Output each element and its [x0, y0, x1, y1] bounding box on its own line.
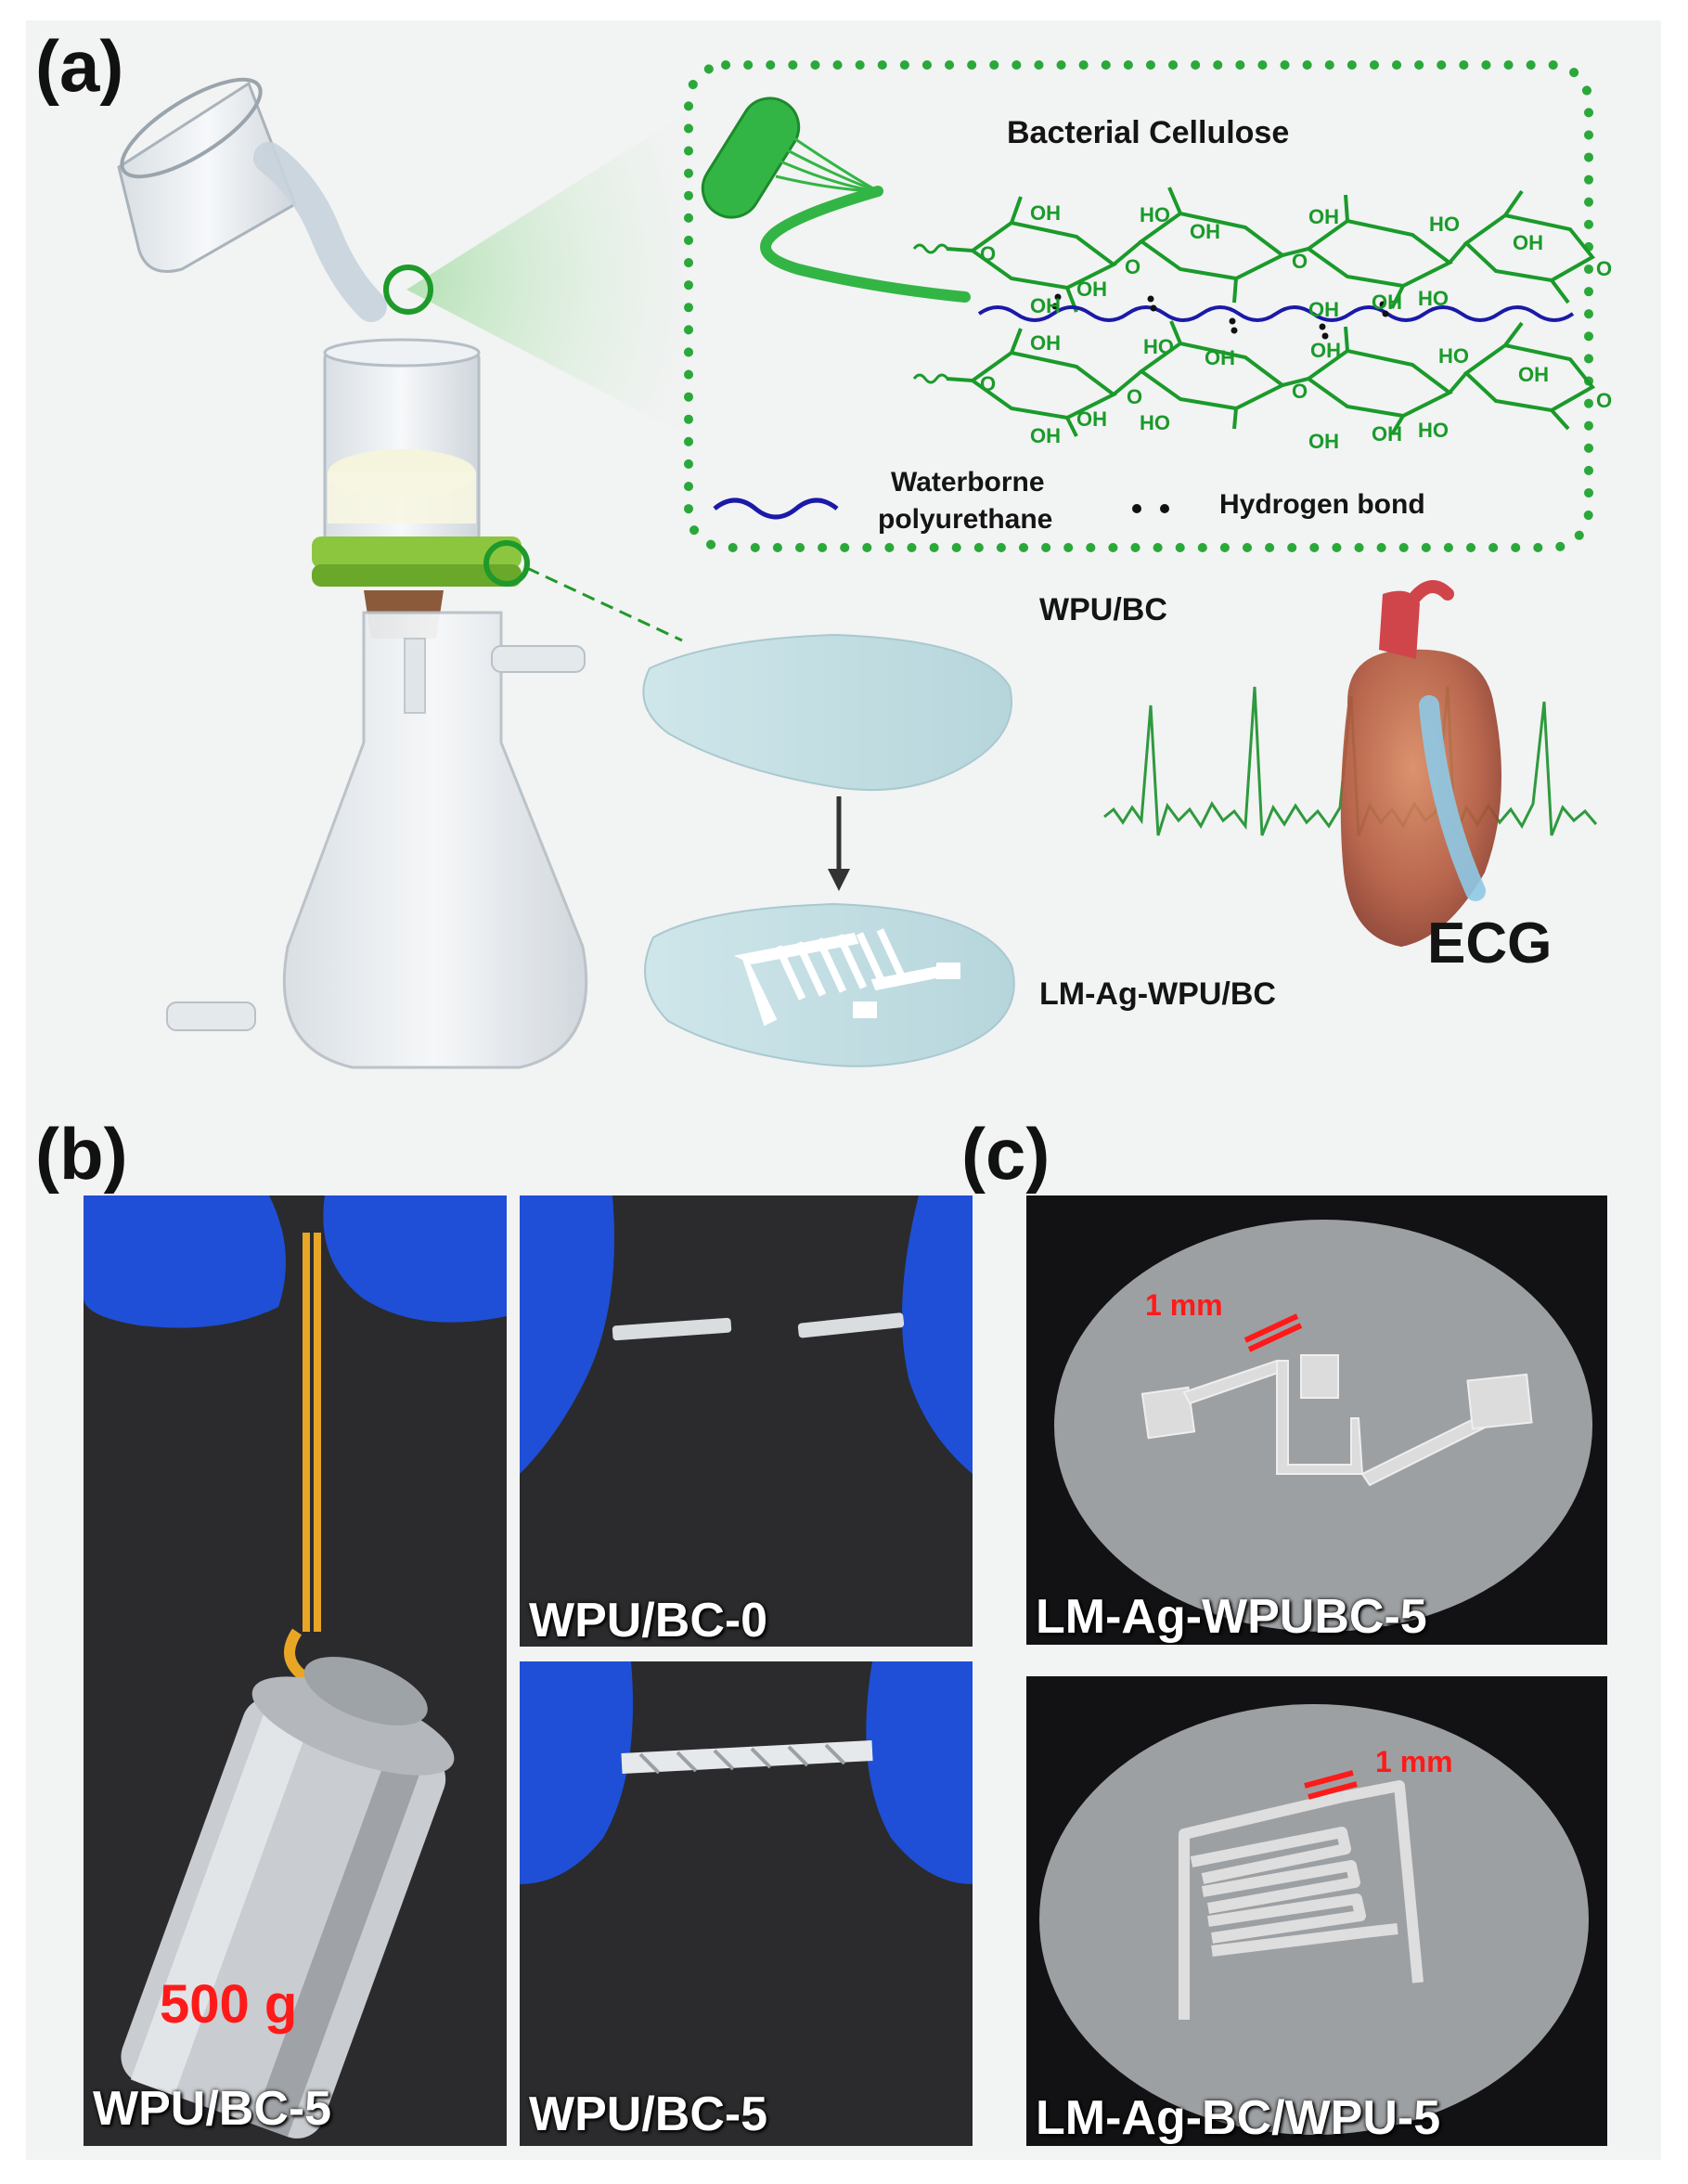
buchner-funnel-icon	[323, 338, 481, 545]
beaker-icon	[117, 77, 387, 322]
zoom-dashed-line	[526, 566, 683, 642]
oh-label: OH	[1030, 331, 1061, 355]
legend-hbond-label: Hydrogen bond	[1219, 489, 1425, 520]
ho-label: HO	[1418, 287, 1449, 310]
photo-device-2: 1 mm LM-Ag-BC/WPU-5	[1026, 1676, 1607, 2146]
o-label: O	[980, 242, 997, 265]
photo-weight-test: 500 g WPU/BC-5	[84, 1195, 507, 2146]
ho-label: HO	[1143, 335, 1174, 358]
oh-label: OH	[1518, 363, 1549, 386]
device-2-illustration	[1039, 1704, 1589, 2135]
panel-c-label: (c)	[961, 1113, 1050, 1195]
ho-label: HO	[1429, 213, 1460, 236]
oh-label: OH	[1205, 346, 1235, 369]
photo-flat-strip: WPU/BC-0	[520, 1195, 973, 1647]
photo5-caption: LM-Ag-BC/WPU-5	[1036, 2091, 1441, 2145]
oh-label: OH	[1308, 205, 1339, 228]
o-label: O	[1292, 250, 1308, 273]
heart-icon	[1340, 580, 1501, 947]
o-label: O	[1596, 389, 1613, 412]
oh-label: OH	[1513, 231, 1543, 254]
twisted-strip-illustration	[520, 1661, 973, 1884]
zoom-circle-filter	[483, 540, 530, 587]
photo1-caption: WPU/BC-5	[93, 2082, 332, 2136]
filter-flask-icon	[166, 611, 588, 1069]
cellulose-structure	[912, 187, 1596, 437]
zoom-circle-stream	[383, 265, 433, 315]
inset-title: Bacterial Cellulose	[1007, 115, 1290, 150]
legend-hbond-dot	[1160, 504, 1169, 513]
clamp-ring-icon	[312, 536, 522, 587]
weight-test-illustration	[84, 1195, 507, 2139]
hydrogen-bond-dots	[1051, 293, 1389, 340]
oh-label: OH	[1190, 220, 1220, 243]
legend-wpu-line	[713, 498, 839, 520]
panel-a-illustration	[117, 60, 1598, 1069]
o-label: O	[1596, 257, 1613, 280]
photo2-caption: WPU/BC-0	[529, 1594, 768, 1647]
ho-label: HO	[1418, 419, 1449, 442]
oh-label: OH	[1076, 407, 1107, 431]
o-label: O	[980, 372, 997, 395]
photo2-scale-label: 1 mm	[1375, 1745, 1453, 1778]
wpu-chain	[977, 305, 1575, 322]
panel-a-label: (a)	[35, 25, 124, 107]
ho-label: HO	[1438, 344, 1469, 368]
flat-strip-illustration	[520, 1195, 973, 1474]
legend-wpu-label-line1: Waterborne	[891, 467, 1045, 498]
oh-label: OH	[1030, 201, 1061, 225]
photo-twisted-strip: WPU/BC-5	[520, 1661, 973, 2146]
oh-label: OH	[1030, 424, 1061, 447]
ho-label: HO	[1140, 411, 1170, 434]
device-label: LM-Ag-WPU/BC	[1039, 976, 1276, 1012]
membrane-disc-bottom	[644, 902, 1015, 1067]
legend-wpu-label-line2: polyurethane	[878, 504, 1053, 535]
panel-b-label: (b)	[35, 1113, 128, 1195]
ho-label: HO	[1140, 203, 1170, 226]
ecg-label: ECG	[1427, 911, 1553, 976]
oh-label: OH	[1308, 298, 1339, 321]
device-1-illustration	[1054, 1220, 1592, 1632]
membrane-label: WPU/BC	[1039, 592, 1167, 627]
legend-hbond-dot	[1132, 504, 1141, 513]
bacterium-icon	[701, 97, 971, 303]
oh-label: OH	[1308, 430, 1339, 453]
oh-label: OH	[1372, 422, 1402, 446]
oh-label: OH	[1310, 339, 1341, 362]
membrane-disc-top	[642, 633, 1012, 792]
oh-label: OH	[1030, 294, 1061, 317]
o-label: O	[1125, 255, 1141, 278]
serpentine-electrode-icon	[733, 928, 960, 1027]
oh-label: OH	[1372, 291, 1402, 314]
oh-label: OH	[1076, 278, 1107, 301]
process-arrow-head	[828, 869, 850, 891]
photo-device-1: 1 mm LM-Ag-WPUBC-5	[1026, 1195, 1607, 1645]
photo3-caption: WPU/BC-5	[529, 2087, 768, 2141]
magnification-beam	[406, 111, 689, 436]
o-label: O	[1127, 385, 1143, 408]
photo1-scale-label: 1 mm	[1145, 1288, 1223, 1322]
weight-mass-label: 500 g	[160, 1974, 298, 2035]
inset-dotted-border	[684, 60, 1593, 552]
photo4-caption: LM-Ag-WPUBC-5	[1036, 1590, 1427, 1644]
o-label: O	[1292, 380, 1308, 403]
